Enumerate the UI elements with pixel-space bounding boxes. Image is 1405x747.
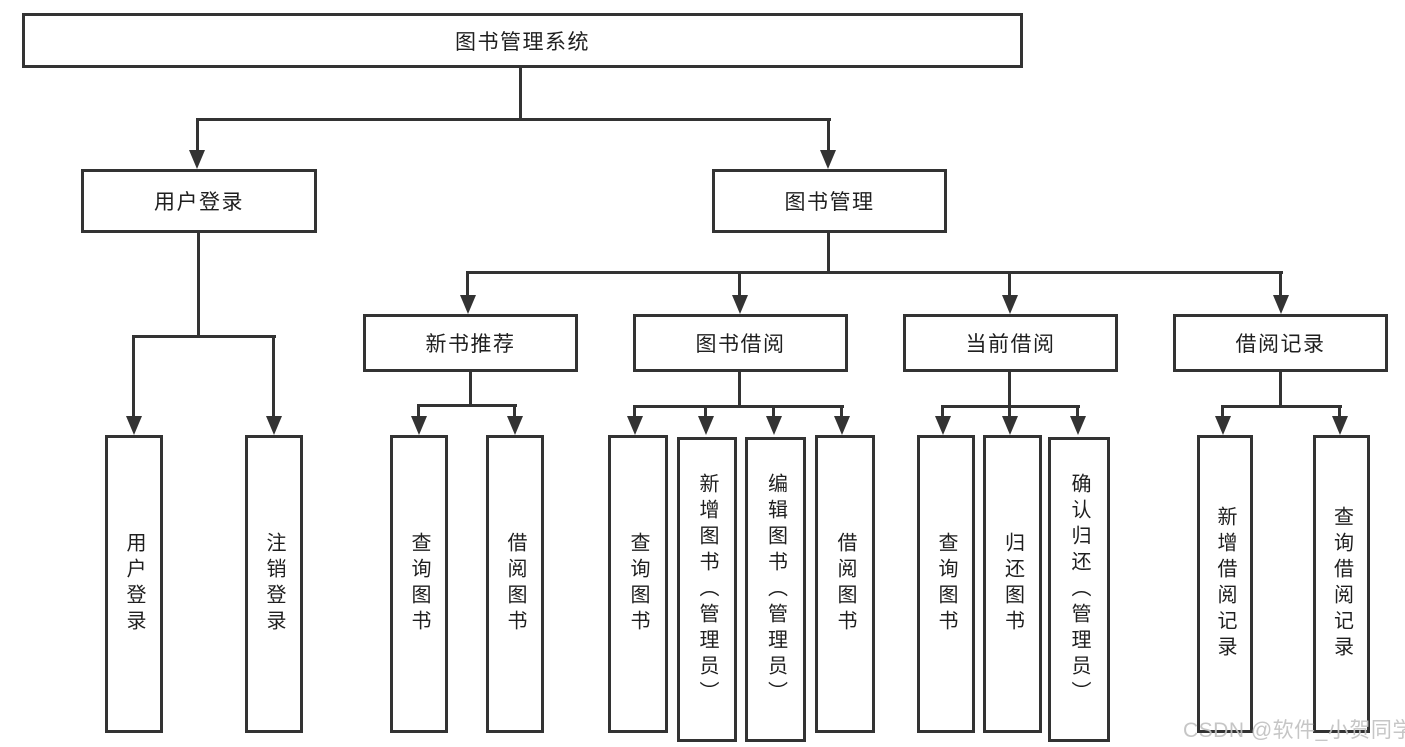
arrowhead-leaf-a2 — [266, 416, 282, 435]
connector-arrow-leaf-b2 — [513, 404, 516, 417]
leaf-current-return-books: 归还图书 — [983, 435, 1042, 733]
connector-book-mgmt-stem — [827, 233, 830, 272]
leaf-record-query-borrow-record: 查询借阅记录 — [1313, 435, 1370, 733]
connector-new-book-hline — [418, 404, 517, 407]
connector-arrow-leaf-b1 — [417, 404, 420, 417]
node-label: 图书管理 — [784, 191, 875, 214]
connector-book-borrow-stem — [738, 372, 741, 408]
connector-new-book-stem — [469, 372, 472, 406]
connector-arrow-leaf-d1 — [941, 405, 944, 417]
node-label: 当前借阅 — [965, 333, 1056, 356]
leaf-label: 查询图书 — [935, 532, 957, 636]
arrowhead-user-login — [189, 150, 205, 169]
leaf-current-query-books: 查询图书 — [917, 435, 975, 733]
arrowhead-book-mgmt — [820, 150, 836, 169]
leaf-label: 借阅图书 — [504, 532, 526, 636]
node-label: 图书管理系统 — [455, 30, 590, 54]
leaf-label: 查询图书 — [408, 532, 430, 636]
connector-current-borrow-stem — [1008, 372, 1011, 408]
arrowhead-leaf-d3 — [1070, 416, 1086, 435]
leaf-label: 用户登录 — [123, 532, 145, 636]
leaf-label: 新增借阅记录 — [1214, 506, 1236, 662]
connector-arrow-new-book — [466, 271, 469, 295]
connector-arrow-leaf-d3 — [1076, 405, 1079, 417]
leaf-recommend-borrow-books: 借阅图书 — [486, 435, 544, 733]
leaf-label: 查询图书 — [627, 532, 649, 636]
leaf-current-confirm-return-admin: 确认归还（管理员） — [1048, 437, 1110, 742]
leaf-label: 新增图书（管理员） — [696, 472, 718, 707]
leaf-recommend-query-books: 查询图书 — [390, 435, 448, 733]
connector-user-login-hline — [133, 335, 276, 338]
arrowhead-leaf-c1 — [627, 416, 643, 435]
leaf-logout-login: 注销登录 — [245, 435, 303, 733]
arrowhead-leaf-e1 — [1215, 416, 1231, 435]
node-label: 图书借阅 — [695, 333, 786, 356]
connector-arrow-leaf-e1 — [1221, 405, 1224, 417]
leaf-record-add-borrow-record: 新增借阅记录 — [1197, 435, 1253, 733]
arrowhead-leaf-d1 — [935, 416, 951, 435]
arrowhead-leaf-a1 — [126, 416, 142, 435]
arrowhead-borrow-record — [1273, 295, 1289, 314]
node-user-login: 用户登录 — [81, 169, 317, 233]
connector-arrow-borrow-record — [1279, 271, 1282, 295]
node-book-borrow: 图书借阅 — [633, 314, 848, 372]
node-root-library-management-system: 图书管理系统 — [22, 13, 1023, 68]
connector-arrow-leaf-c4 — [840, 405, 843, 417]
leaf-borrow-edit-books-admin: 编辑图书（管理员） — [745, 437, 806, 742]
connector-level2-hline — [197, 118, 831, 121]
arrowhead-leaf-e2 — [1332, 416, 1348, 435]
csdn-watermark: CSDN @软件_小贺同学 — [1183, 719, 1405, 742]
arrowhead-leaf-c2 — [698, 416, 714, 435]
connector-user-login-stem — [197, 233, 200, 335]
connector-root-stem — [519, 68, 522, 119]
leaf-label: 归还图书 — [1001, 532, 1024, 636]
connector-arrow-leaf-a2 — [272, 335, 275, 416]
leaf-label: 确认归还（管理员） — [1068, 472, 1090, 707]
arrowhead-leaf-b1 — [411, 416, 427, 435]
node-borrow-record: 借阅记录 — [1173, 314, 1388, 372]
connector-arrow-leaf-e2 — [1338, 405, 1341, 417]
arrowhead-new-book — [460, 295, 476, 314]
connector-arrow-leaf-a1 — [132, 335, 135, 416]
connector-arrow-leaf-c3 — [772, 405, 775, 417]
connector-arrow-current-borrow — [1008, 271, 1011, 295]
node-new-book-recommend: 新书推荐 — [363, 314, 578, 372]
node-book-management: 图书管理 — [712, 169, 947, 233]
arrowhead-leaf-d2 — [1002, 416, 1018, 435]
connector-arrow-user-login — [196, 118, 199, 151]
connector-arrow-leaf-d2 — [1008, 405, 1011, 417]
node-label: 借阅记录 — [1235, 333, 1326, 356]
connector-level3-hline — [467, 271, 1283, 274]
leaf-label: 注销登录 — [263, 532, 285, 636]
arrowhead-leaf-c4 — [834, 416, 850, 435]
leaf-label: 查询借阅记录 — [1330, 506, 1353, 662]
connector-arrow-book-mgmt — [827, 118, 830, 151]
connector-borrow-record-hline — [1221, 405, 1342, 408]
connector-arrow-book-borrow — [738, 271, 741, 295]
node-current-borrow: 当前借阅 — [903, 314, 1118, 372]
connector-arrow-leaf-c1 — [633, 405, 636, 417]
connector-borrow-record-stem — [1279, 372, 1282, 408]
node-label: 新书推荐 — [425, 333, 516, 356]
connector-book-borrow-hline — [633, 405, 844, 408]
leaf-label: 编辑图书（管理员） — [764, 472, 787, 707]
leaf-borrow-borrow-books: 借阅图书 — [815, 435, 875, 733]
arrowhead-current-borrow — [1002, 295, 1018, 314]
leaf-borrow-add-books-admin: 新增图书（管理员） — [677, 437, 737, 742]
arrowhead-leaf-c3 — [766, 416, 782, 435]
leaf-user-login: 用户登录 — [105, 435, 163, 733]
leaf-borrow-query-books: 查询图书 — [608, 435, 668, 733]
connector-arrow-leaf-c2 — [704, 405, 707, 417]
leaf-label: 借阅图书 — [834, 532, 856, 636]
arrowhead-book-borrow — [732, 295, 748, 314]
node-label: 用户登录 — [154, 191, 244, 214]
arrowhead-leaf-b2 — [507, 416, 523, 435]
